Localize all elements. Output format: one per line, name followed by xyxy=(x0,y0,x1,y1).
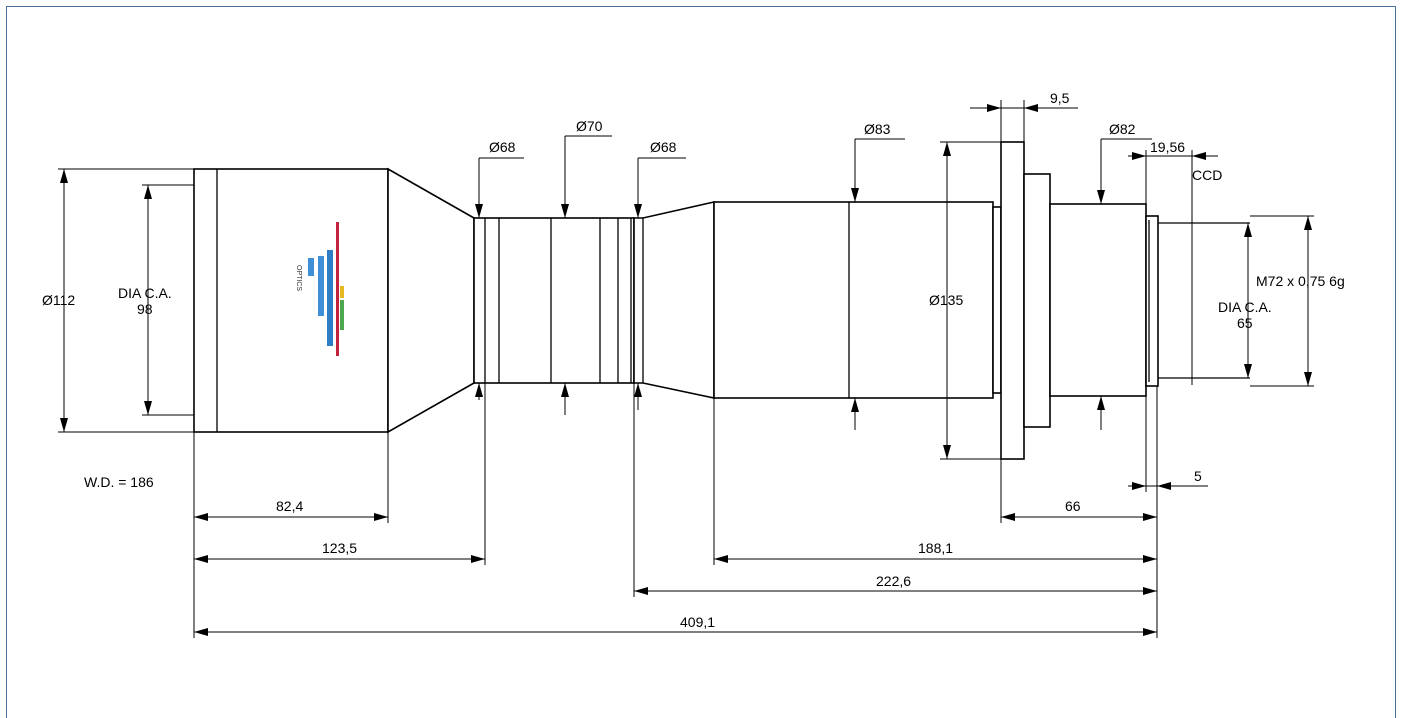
thread-dimension: M72 x 0,75 6g xyxy=(1250,215,1345,387)
diameter-83-label: Ø83 xyxy=(864,121,891,137)
sill-optics-logo: OPTICS xyxy=(295,222,344,356)
length-66-label: 66 xyxy=(1065,498,1081,514)
diameter-68-b-label: Ø68 xyxy=(650,139,677,155)
front-clear-aperture-dimension: DIA C.A. 98 xyxy=(118,184,194,416)
front-diameter-dimension: Ø112 xyxy=(42,168,194,433)
diameter-70-label: Ø70 xyxy=(576,118,603,134)
working-distance-label: W.D. = 186 xyxy=(84,474,154,490)
front-ca-label-2: 98 xyxy=(137,301,153,317)
ccd-label: CCD xyxy=(1192,167,1222,183)
flange-diameter-dimension: Ø135 xyxy=(929,141,1001,460)
length-5-label: 5 xyxy=(1194,468,1202,484)
length-188-1: 188,1 xyxy=(714,540,1157,563)
length-222-6-label: 222,6 xyxy=(876,573,911,589)
flange-diameter-label: Ø135 xyxy=(929,292,963,308)
ccd-distance-label: 19,56 xyxy=(1150,139,1185,155)
thread-label: M72 x 0,75 6g xyxy=(1256,273,1345,289)
length-123-5: 123,5 xyxy=(194,540,485,563)
flange-width-label: 9,5 xyxy=(1050,90,1070,106)
length-123-5-label: 123,5 xyxy=(322,540,357,556)
rear-clear-aperture-dimension: DIA C.A. 65 xyxy=(1218,223,1272,378)
neck-diameter-68-b: Ø68 xyxy=(634,139,686,410)
length-82-4: 82,4 xyxy=(194,498,388,521)
extension-lines xyxy=(193,383,1158,638)
length-222-6: 222,6 xyxy=(634,573,1157,595)
neck-diameter-70: Ø70 xyxy=(561,118,612,415)
lens-body xyxy=(193,141,1250,460)
length-409-1: 409,1 xyxy=(194,614,1157,636)
drawing-frame xyxy=(6,6,1396,718)
length-5: 5 xyxy=(1128,468,1208,490)
ccd-distance-dimension: 19,56 CCD xyxy=(1128,139,1222,385)
rear-ca-label-2: 65 xyxy=(1237,315,1253,331)
length-66: 66 xyxy=(1001,498,1157,521)
length-82-4-label: 82,4 xyxy=(276,498,303,514)
rear-diameter-82: Ø82 xyxy=(1097,121,1152,430)
diameter-68-a-label: Ø68 xyxy=(489,139,516,155)
rear-ca-label-1: DIA C.A. xyxy=(1218,299,1272,315)
length-188-1-label: 188,1 xyxy=(918,540,953,556)
flange-width-dimension: 9,5 xyxy=(970,90,1078,142)
logo-subline: OPTICS xyxy=(295,265,302,291)
front-ca-label-1: DIA C.A. xyxy=(118,285,172,301)
neck-diameter-68-a: Ø68 xyxy=(475,139,524,400)
length-409-1-label: 409,1 xyxy=(680,614,715,630)
tube-diameter-83: Ø83 xyxy=(851,121,905,430)
diameter-82-label: Ø82 xyxy=(1109,121,1136,137)
front-diameter-label: Ø112 xyxy=(42,292,75,308)
